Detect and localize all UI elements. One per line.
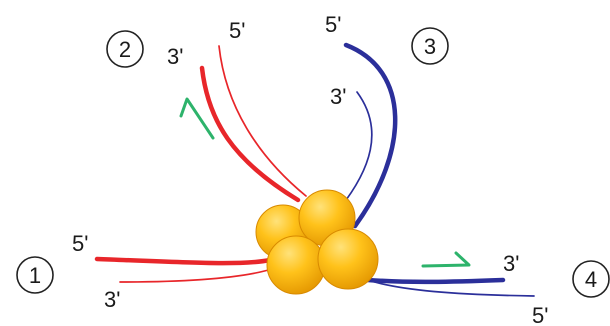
- arm-number-2-text: 2: [119, 37, 131, 62]
- arm-1-strand-thin: [119, 267, 276, 283]
- arm-1-5prime-label: 5': [72, 231, 88, 256]
- arm-number-1-text: 1: [29, 263, 41, 288]
- arm-number-2: 2: [106, 30, 144, 68]
- arm-1-3prime-label: 3': [104, 287, 120, 312]
- number-circle: [106, 30, 144, 68]
- protein-complex: [255, 189, 379, 295]
- arm-2-5prime-label: 5': [229, 18, 245, 43]
- protein-subunit: [266, 235, 326, 295]
- arm-4-strand-thin: [354, 274, 535, 297]
- arm-1-strand-thick: [94, 256, 273, 266]
- number-circle: [411, 27, 449, 65]
- arm-3-strand-thick: [343, 42, 398, 229]
- arm-number-1: 1: [16, 256, 54, 294]
- arm-4-strand-thick: [365, 277, 506, 285]
- arm-2-strand-thin: [218, 45, 307, 197]
- arm-number-3-text: 3: [424, 34, 436, 59]
- protein-subunit: [317, 228, 379, 290]
- arm-4-3prime-label: 3': [503, 251, 519, 276]
- arm-4-strands: [354, 274, 535, 297]
- arm-2-strands: [199, 45, 307, 203]
- arm-3-strands: [339, 42, 398, 229]
- arrow-arm-4: [421, 251, 471, 268]
- strand-end-labels: 5' 3' 5' 3' 5' 3' 3' 5': [72, 12, 548, 326]
- arm-number-3: 3: [411, 27, 449, 65]
- arm-number-4: 4: [572, 260, 610, 298]
- arm-3-3prime-label: 3': [330, 84, 346, 109]
- arm-number-4-text: 4: [585, 267, 597, 292]
- number-circle: [572, 260, 610, 298]
- arm-1-strands: [94, 256, 276, 283]
- number-circle: [16, 256, 54, 294]
- arm-4-5prime-label: 5': [532, 303, 548, 326]
- arrow-arm-2: [179, 97, 215, 140]
- arm-2-3prime-label: 3': [167, 44, 183, 69]
- arm-2-strand-thick: [199, 65, 301, 203]
- arm-3-5prime-label: 5': [325, 12, 341, 37]
- direction-arrows: [179, 97, 471, 268]
- arm-3-strand-thin: [339, 91, 373, 209]
